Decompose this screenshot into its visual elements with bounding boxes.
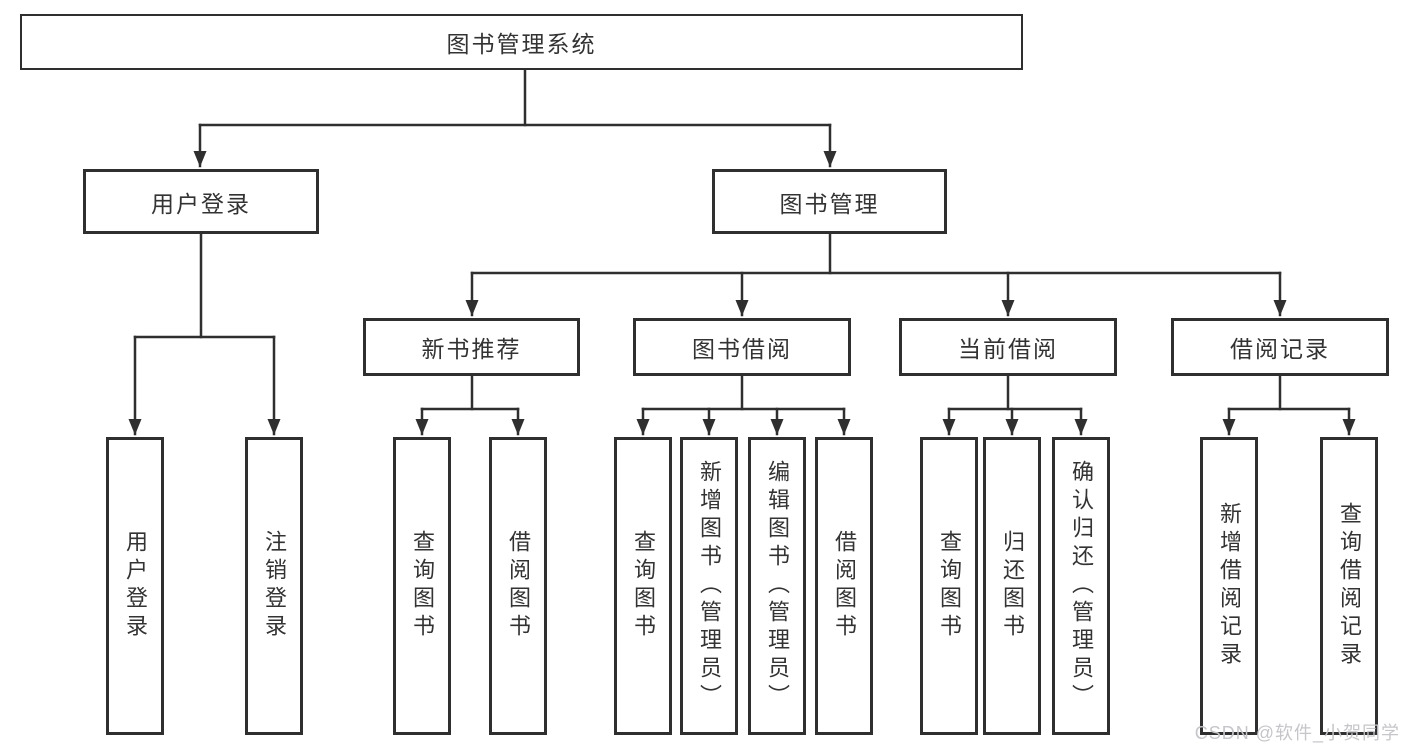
- node-new-book-recommend: 新书推荐: [363, 318, 580, 376]
- leaf-borrow-edit-book-admin-label: 编辑图书（管理员）: [765, 460, 790, 712]
- leaf-current-query-books: 查询图书: [920, 437, 978, 735]
- node-new-book-recommend-label: 新书推荐: [421, 336, 522, 362]
- leaf-recommend-query-books: 查询图书: [393, 437, 451, 735]
- leaf-recommend-borrow-books-label: 借阅图书: [506, 530, 531, 642]
- leaf-current-query-books-label: 查询图书: [937, 530, 962, 642]
- leaf-current-return-books-label: 归还图书: [1000, 530, 1025, 642]
- leaf-records-add-record-label: 新增借阅记录: [1217, 502, 1242, 670]
- leaf-borrow-query-books-label: 查询图书: [631, 530, 656, 642]
- node-root: 图书管理系统: [20, 14, 1023, 70]
- leaf-logout: 注销登录: [245, 437, 303, 735]
- leaf-current-return-books: 归还图书: [983, 437, 1041, 735]
- node-user-login: 用户登录: [83, 169, 319, 234]
- leaf-logout-label: 注销登录: [262, 530, 287, 642]
- node-book-management-label: 图书管理: [779, 190, 880, 217]
- leaf-borrow-edit-book-admin: 编辑图书（管理员）: [748, 437, 806, 735]
- leaf-records-query-record-label: 查询借阅记录: [1337, 502, 1362, 670]
- leaf-recommend-borrow-books: 借阅图书: [489, 437, 547, 735]
- leaf-borrow-borrow-books-label: 借阅图书: [832, 530, 857, 642]
- node-book-borrow-label: 图书借阅: [692, 336, 792, 362]
- leaf-borrow-add-book-admin: 新增图书（管理员）: [680, 437, 738, 735]
- node-root-label: 图书管理系统: [446, 31, 597, 57]
- leaf-records-add-record: 新增借阅记录: [1200, 437, 1258, 735]
- node-current-borrow-label: 当前借阅: [958, 336, 1058, 362]
- leaf-records-query-record: 查询借阅记录: [1320, 437, 1378, 735]
- leaf-user-login-label: 用户登录: [123, 530, 148, 642]
- leaf-recommend-query-books-label: 查询图书: [410, 530, 435, 642]
- node-current-borrow: 当前借阅: [899, 318, 1117, 376]
- leaf-borrow-query-books: 查询图书: [614, 437, 672, 735]
- leaf-current-confirm-return-admin: 确认归还（管理员）: [1052, 437, 1110, 735]
- node-book-management: 图书管理: [712, 169, 947, 234]
- node-book-borrow: 图书借阅: [633, 318, 851, 376]
- leaf-borrow-add-book-admin-label: 新增图书（管理员）: [697, 460, 722, 712]
- node-borrow-records: 借阅记录: [1171, 318, 1389, 376]
- node-user-login-label: 用户登录: [151, 190, 251, 217]
- node-borrow-records-label: 借阅记录: [1230, 336, 1330, 362]
- leaf-borrow-borrow-books: 借阅图书: [815, 437, 873, 735]
- leaf-user-login: 用户登录: [106, 437, 164, 735]
- csdn-watermark: CSDN @软件_小贺同学: [1194, 723, 1400, 743]
- leaf-current-confirm-return-admin-label: 确认归还（管理员）: [1069, 460, 1094, 712]
